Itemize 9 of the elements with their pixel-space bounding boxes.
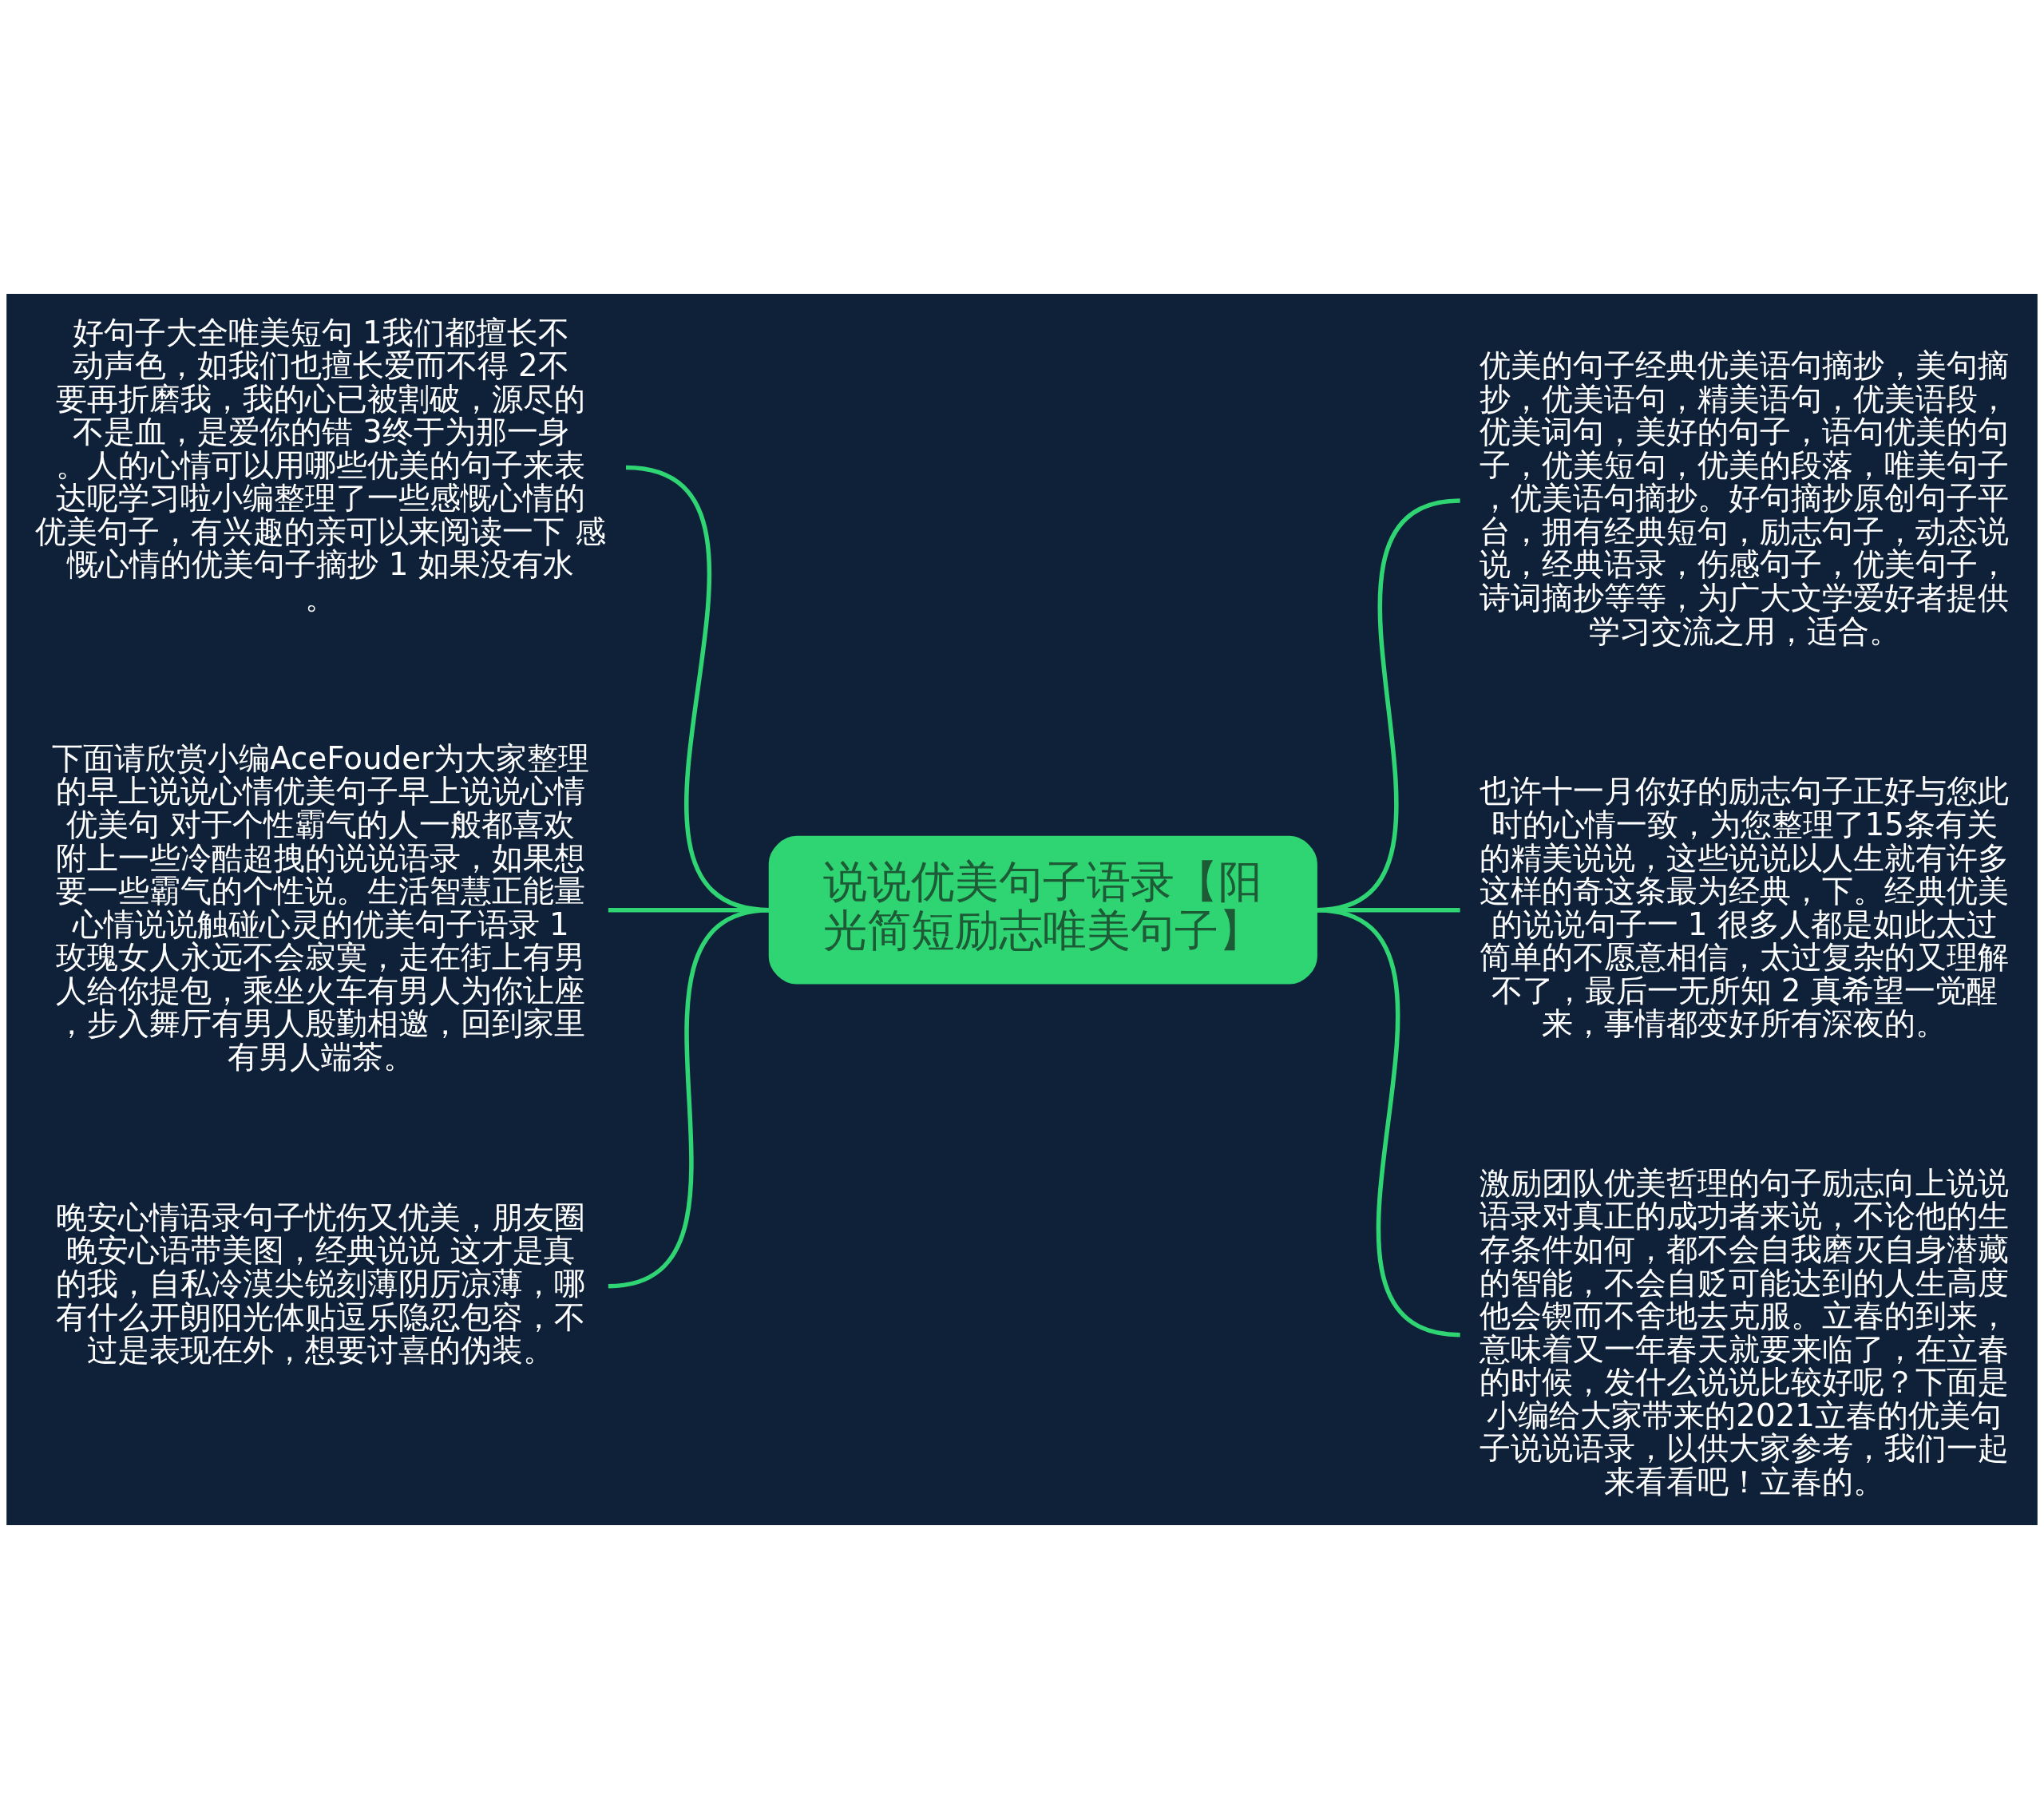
- node-text: 好句子大全唯美短句 1我们都擅长不动声色，如我们也擅长爱而不得 2不要再折磨我，我的心已被割破，源尽的不是血，是爱你的错 3终于为那一身。人的心情可以用哪些优美的句子来表达呢学习啦小编整理了一些感慨心情的优美句子，有兴趣的亲可以来阅读一下 感慨心情的优美句子摘抄 1 如果没有水。: [35, 314, 606, 616]
- node-text: 优美的句子经典优美语句摘抄，美句摘抄，优美语句，精美语句，优美语段，优美词句，美好的句子，语句优美的句子，优美短句，优美的段落，唯美句子，优美语句摘抄。好句摘抄原创句子平台，拥有经典短句，励志句子，动态说说，经典语录，伤感句子，优美句子，诗词摘抄等等，为广大文学爱好者提供学习交流之用，适合。: [1480, 347, 2010, 649]
- node-text: 也许十一月你好的励志句子正好与您此时的心情一致，为您整理了15条有关的精美说说，这些说说以人生就有许多这样的奇这条最为经典，下。经典优美的说说句子一 1 很多人都是如此太过简单的不愿意相信，太过复杂的又理解不了，最后一无所知 2 真希望一觉醒来，事情都变好所有深夜的。: [1480, 773, 2010, 1042]
- node-box: 说说优美句子语录【阳光简短励志唯美句子】: [768, 835, 1317, 985]
- connector: [608, 907, 770, 1289]
- node-text: 晚安心情语录句子忧伤又优美，朋友圈晚安心语带美图，经典说说 这才是真的我，自私冷漠尖锐刻薄阴厉凉薄，哪有什么开朗阳光体贴逗乐隐忍包容，不过是表现在外，想要讨喜的伪装。: [56, 1199, 586, 1369]
- node-text: 下面请欣赏小编AceFouder为大家整理的早上说说心情优美句子早上说说心情优美句 对于个性霸气的人一般都喜欢附上一些冷酷超拽的说说语录，如果想要一些霸气的个性说。生活智慧正能量心情说说触碰心灵的优美句子语录 1玫瑰女人永远不会寂寞，走在街上有男人给你提包，乘坐火车有男人为你让座，步入舞厅有男人殷勤相邀，回到家里有男人端茶。: [52, 739, 589, 1075]
- node-text: 激励团队优美哲理的句子励志向上说说语录对真正的成功者来说，不论他的生存条件如何，都不会自我磨灭自身潜藏的智能，不会自贬可能达到的人生高度他会锲而不舍地去克服。立春的到来，意味着又一年春天就要来临了，在立春的时候，发什么说说比较好呢？下面是小编给大家带来的2021立春的优美句子说说语录，以供大家参考，我们一起来看看吧！立春的。: [1480, 1164, 2010, 1500]
- connector: [1315, 907, 1461, 1338]
